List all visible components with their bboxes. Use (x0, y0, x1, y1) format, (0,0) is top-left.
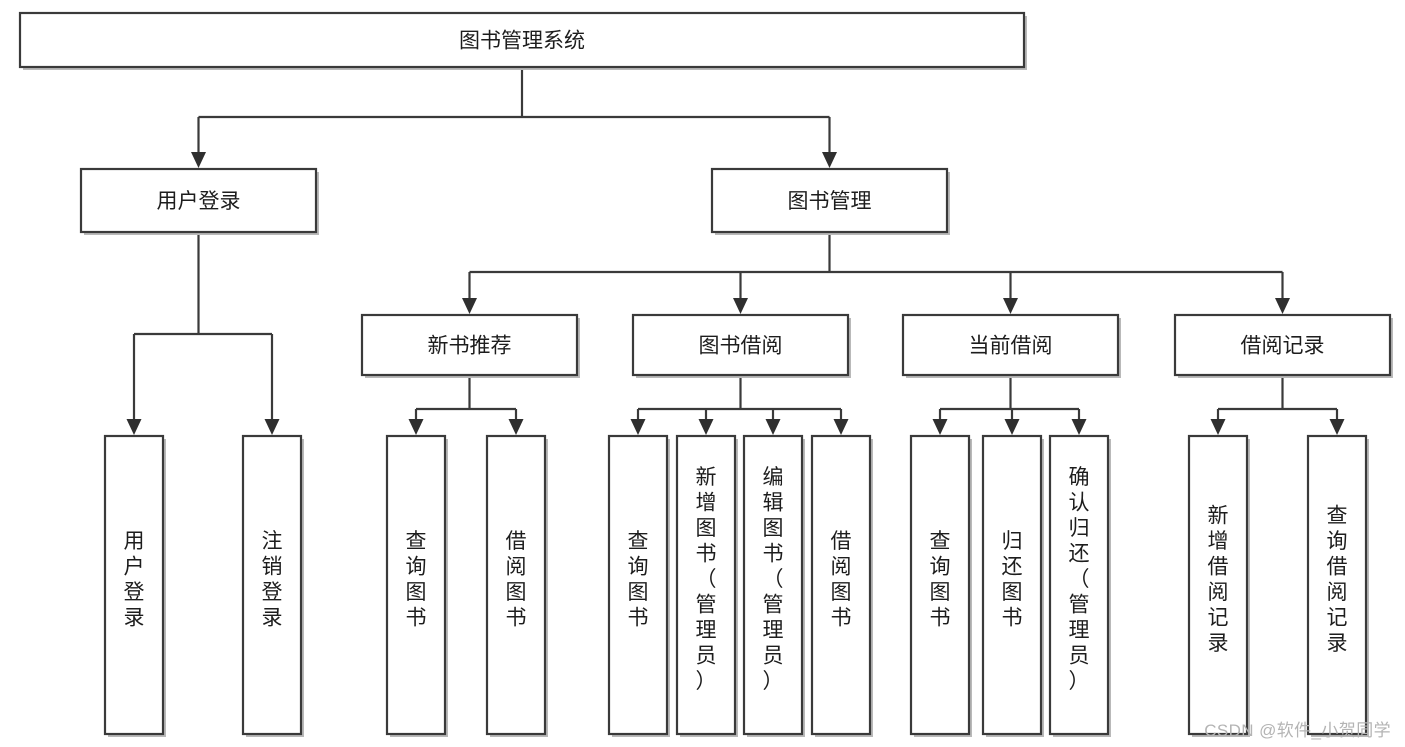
node-leaf-confirm-return[interactable]: 确认归还（管理员） (1048, 434, 1111, 737)
connector-group (126, 232, 280, 435)
nodes-layer: 图书管理系统用户登录图书管理新书推荐图书借阅当前借阅借阅记录用户登录注销登录查询… (18, 11, 1393, 737)
connector-group (932, 375, 1087, 435)
node-current-borrow[interactable]: 当前借阅 (901, 313, 1121, 378)
node-label: 归还图书 (1002, 530, 1023, 630)
connector-group (630, 375, 849, 435)
connectors-layer (126, 67, 1345, 435)
node-label: 借阅图书 (506, 530, 527, 630)
node-label: 当前借阅 (969, 335, 1053, 358)
node-leaf-add-book[interactable]: 新增图书（管理员） (675, 434, 738, 737)
node-label: 查询借阅记录 (1327, 504, 1348, 655)
node-leaf-add-record[interactable]: 新增借阅记录 (1187, 434, 1250, 737)
node-leaf-borrow-book-1[interactable]: 借阅图书 (485, 434, 548, 737)
connector-group (462, 232, 1290, 314)
node-leaf-query-book-3[interactable]: 查询图书 (909, 434, 972, 737)
node-label: 注销登录 (262, 530, 283, 630)
node-root[interactable]: 图书管理系统 (18, 11, 1027, 70)
node-label: 图书管理系统 (459, 30, 585, 53)
node-label: 编辑图书（管理员） (763, 466, 784, 693)
node-leaf-logout[interactable]: 注销登录 (241, 434, 304, 737)
node-book-manage[interactable]: 图书管理 (710, 167, 950, 235)
node-label: 图书管理 (788, 190, 872, 213)
node-label: 查询图书 (628, 530, 649, 630)
node-label: 新书推荐 (428, 335, 512, 358)
node-label: 新增图书（管理员） (696, 466, 717, 693)
node-book-borrow[interactable]: 图书借阅 (631, 313, 851, 378)
node-label: 借阅记录 (1241, 335, 1325, 358)
node-label: 新增借阅记录 (1208, 504, 1229, 655)
node-leaf-user-login[interactable]: 用户登录 (103, 434, 166, 737)
node-new-book-recommend[interactable]: 新书推荐 (360, 313, 580, 378)
node-leaf-query-book-2[interactable]: 查询图书 (607, 434, 670, 737)
node-label: 确认归还（管理员） (1069, 466, 1090, 693)
node-leaf-return-book[interactable]: 归还图书 (981, 434, 1044, 737)
node-leaf-query-book-1[interactable]: 查询图书 (385, 434, 448, 737)
connector-group (408, 375, 524, 435)
node-leaf-query-record[interactable]: 查询借阅记录 (1306, 434, 1369, 737)
node-leaf-edit-book[interactable]: 编辑图书（管理员） (742, 434, 805, 737)
connector-group (191, 67, 837, 168)
node-leaf-borrow-book-2[interactable]: 借阅图书 (810, 434, 873, 737)
node-label: 查询图书 (406, 530, 427, 630)
node-user-login[interactable]: 用户登录 (79, 167, 319, 235)
node-borrow-record[interactable]: 借阅记录 (1173, 313, 1393, 378)
node-label: 图书借阅 (699, 335, 783, 358)
node-label: 用户登录 (124, 530, 145, 630)
node-label: 查询图书 (930, 530, 951, 630)
connector-group (1210, 375, 1345, 435)
csdn-watermark: CSDN @软件_小贺同学 (1204, 721, 1391, 740)
node-label: 用户登录 (157, 190, 241, 213)
node-label: 借阅图书 (831, 530, 852, 630)
